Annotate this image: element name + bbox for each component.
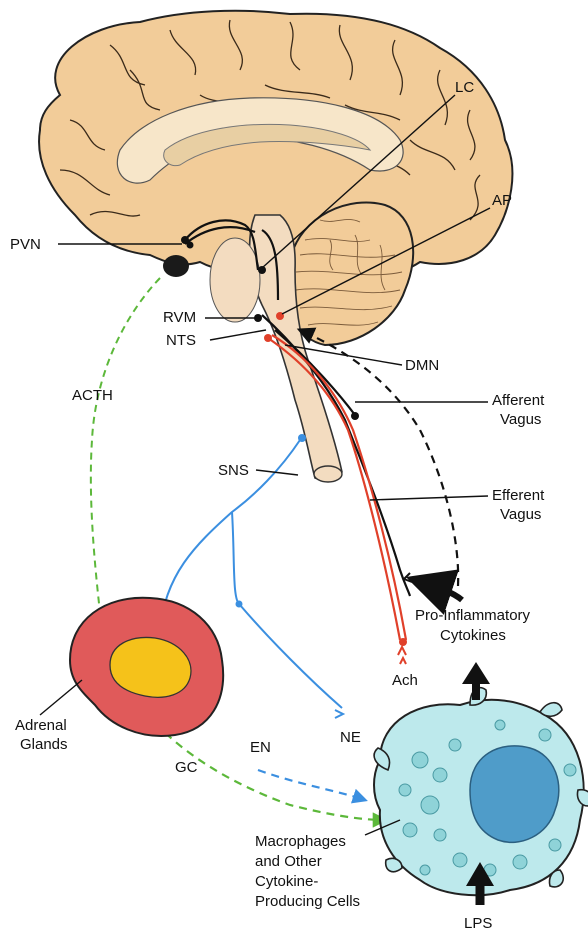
label-adrenal-1: Adrenal bbox=[15, 717, 67, 734]
label-afferent-vagus-1: Afferent bbox=[492, 392, 545, 409]
label-afferent-vagus-2: Vagus bbox=[500, 411, 541, 428]
efferent-red-path bbox=[268, 335, 406, 640]
label-ap: AP bbox=[492, 192, 512, 209]
label-efferent-vagus-2: Vagus bbox=[500, 506, 541, 523]
label-macrophages-4: Producing Cells bbox=[255, 893, 360, 910]
label-ach: Ach bbox=[392, 672, 418, 689]
brain bbox=[39, 11, 512, 482]
cytokine-to-vagus-arrow bbox=[415, 580, 462, 600]
adrenal-gland bbox=[70, 598, 223, 736]
label-gc: GC bbox=[175, 759, 198, 776]
label-sns: SNS bbox=[218, 462, 249, 479]
label-lps: LPS bbox=[464, 915, 492, 932]
label-macrophages-1: Macrophages bbox=[255, 833, 346, 850]
label-acth: ACTH bbox=[72, 387, 113, 404]
label-macrophages-2: and Other bbox=[255, 853, 322, 870]
label-pvn: PVN bbox=[10, 236, 41, 253]
label-rvm: RVM bbox=[163, 309, 196, 326]
label-cytokines-1: Pro-Inflammatory bbox=[415, 607, 531, 624]
label-ne: NE bbox=[340, 729, 361, 746]
acth-path bbox=[91, 278, 160, 630]
label-cytokines-2: Cytokines bbox=[440, 627, 506, 644]
label-lc: LC bbox=[455, 79, 474, 96]
label-macrophages-3: Cytokine- bbox=[255, 873, 318, 890]
label-adrenal-2: Glands bbox=[20, 736, 68, 753]
label-efferent-vagus-1: Efferent bbox=[492, 487, 545, 504]
macrophage-nucleus bbox=[470, 746, 559, 842]
pituitary bbox=[163, 255, 189, 277]
label-nts: NTS bbox=[166, 332, 196, 349]
label-en: EN bbox=[250, 739, 271, 756]
label-dmn: DMN bbox=[405, 357, 439, 374]
